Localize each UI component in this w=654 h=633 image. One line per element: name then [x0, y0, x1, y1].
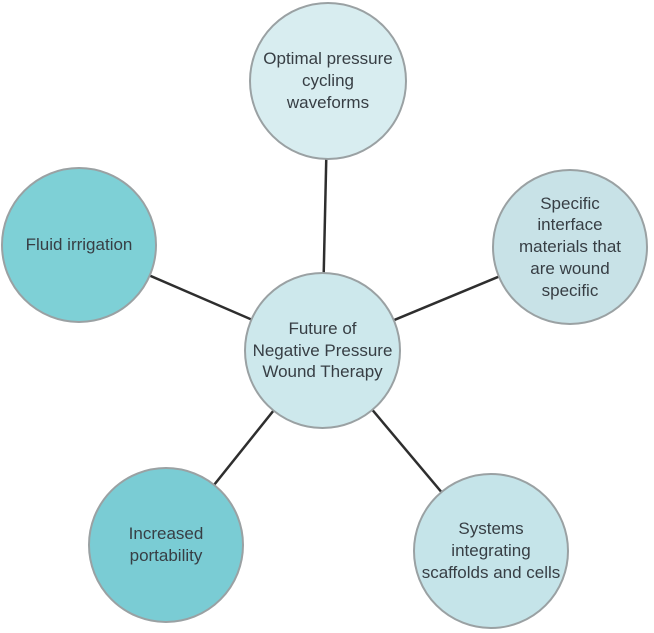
- node-increased-portability: Increased portability: [88, 467, 244, 623]
- node-label: Systems integrating scaffolds and cells: [421, 519, 561, 582]
- node-label: Optimal pressure cycling waveforms: [263, 49, 393, 112]
- node-fluid-irrigation: Fluid irrigation: [1, 167, 157, 323]
- node-hub-future-of-npwt: Future of Negative Pressure Wound Therap…: [244, 272, 401, 429]
- node-label: Specific interface materials that are wo…: [518, 193, 622, 300]
- node-systems-integrating-scaffolds-cells: Systems integrating scaffolds and cells: [413, 473, 569, 629]
- node-label: Fluid irrigation: [25, 235, 133, 255]
- node-label: Future of Negative Pressure Wound Therap…: [252, 318, 393, 382]
- node-label: Increased portability: [128, 524, 204, 565]
- node-optimal-pressure-cycling-waveforms: Optimal pressure cycling waveforms: [249, 2, 407, 160]
- node-specific-interface-materials: Specific interface materials that are wo…: [492, 169, 648, 325]
